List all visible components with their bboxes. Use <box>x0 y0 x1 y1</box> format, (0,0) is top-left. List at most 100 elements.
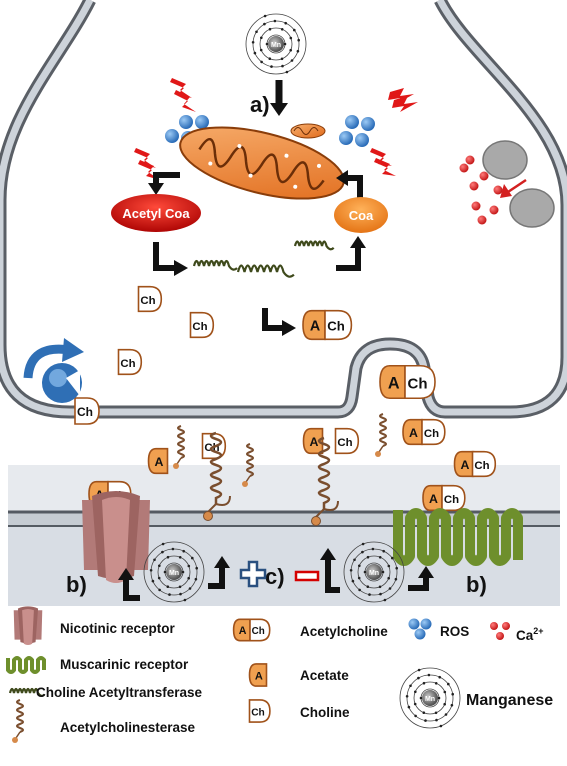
acetyl-coa-ellipse <box>111 194 201 232</box>
legend-choline-label: Choline <box>300 705 350 720</box>
calcium-arrow <box>507 178 527 194</box>
arrow-from-coa <box>346 175 363 203</box>
acetylcholine-molecule: A Ch <box>379 364 436 400</box>
legend-manganese-label: Manganese <box>466 692 553 709</box>
acetate-symbol: A <box>429 492 438 506</box>
legend-ache-label: Acetylcholinesterase <box>60 720 196 735</box>
acetate-symbol: A <box>239 625 247 637</box>
choline-symbol: Ch <box>251 707 265 718</box>
choline-symbol: Ch <box>327 319 345 334</box>
acetate-symbol: A <box>409 426 418 440</box>
acetylcholine-molecule: A Ch <box>302 309 353 341</box>
ros-icon <box>179 115 193 129</box>
arrow-c-minus <box>325 558 340 593</box>
acetate-symbol: A <box>388 374 400 392</box>
legend-nicotinic-label: Nicotinic receptor <box>60 621 176 636</box>
choline-symbol: Ch <box>192 321 207 333</box>
legend-acetylcholine-icon: A Ch <box>232 618 271 642</box>
legend-muscarinic-icon <box>6 656 46 674</box>
choline-symbol: Ch <box>252 626 265 637</box>
acetylcholine-molecule: A Ch <box>402 418 446 446</box>
choline-molecule: Ch <box>334 427 360 455</box>
choline-symbol: Ch <box>408 375 428 392</box>
manganese-symbol: Mn <box>169 570 179 577</box>
choline-acetyltransferase-icon <box>192 259 238 271</box>
acetate-symbol: A <box>460 458 469 472</box>
acetylcholine-molecule: A Ch <box>422 484 466 512</box>
manganese-atom-icon: Mn <box>399 667 461 729</box>
acetate-molecule: A <box>147 447 169 475</box>
choline-symbol: Ch <box>140 295 155 307</box>
label-b-right: b) <box>466 572 487 597</box>
arrow-a-head <box>270 103 288 116</box>
acetate-molecule: A <box>453 450 475 478</box>
arrow-chat-to-coa <box>336 246 361 271</box>
choline-molecule: Ch <box>117 348 143 376</box>
choline-symbol: Ch <box>77 405 93 419</box>
manganese-atom-icon: Mn <box>343 541 405 603</box>
choline-molecule: Ch <box>74 397 100 425</box>
choline-symbol: Ch <box>474 460 489 472</box>
legend-chat-icon <box>8 687 46 697</box>
acetylcholinesterase-icon <box>203 431 231 521</box>
arrow-c-plus <box>208 566 225 589</box>
label-a: a) <box>250 92 270 117</box>
coa-label: Coa <box>349 208 374 223</box>
legend-ache-icon <box>12 699 24 743</box>
arrow-b-left <box>123 578 140 601</box>
mitochondrion-icon <box>179 126 345 200</box>
arrow-b-right <box>408 576 429 591</box>
choline-molecule: Ch <box>189 311 215 339</box>
choline-acetyltransferase-icon <box>236 264 295 278</box>
legend-ros-label: ROS <box>440 624 469 639</box>
legend-acetate-icon: A <box>248 663 268 687</box>
label-c: c) <box>265 564 285 589</box>
legend: Nicotinic receptor Muscarinic receptor C… <box>6 606 553 743</box>
manganese-atom-top: Mn <box>245 13 307 75</box>
minus-icon <box>294 570 320 582</box>
manganese-symbol: Mn <box>271 42 281 49</box>
choline-symbol: Ch <box>444 494 459 506</box>
choline-molecule: Ch <box>137 285 163 313</box>
manganese-symbol: Mn <box>425 696 435 703</box>
legend-calcium-label: Ca2+ <box>516 626 544 643</box>
acetylcholinesterase-icon <box>375 413 387 457</box>
lightning-icon <box>134 78 418 180</box>
legend-manganese-atom: Mn <box>399 667 461 729</box>
acetate-symbol: A <box>310 319 320 335</box>
legend-nicotinic-icon <box>13 606 43 646</box>
legend-choline-icon: Ch <box>248 699 271 723</box>
manganese-atom-icon: Mn <box>245 13 307 75</box>
acetylcholinesterase-icon <box>173 425 185 469</box>
calcium-channel-icon <box>482 140 555 228</box>
presynaptic-terminal <box>0 0 567 419</box>
manganese-atom-right: Mn <box>343 541 405 603</box>
acetate-symbol: A <box>309 435 318 449</box>
acetyl-coa-label: Acetyl Coa <box>122 206 190 221</box>
manganese-symbol: Mn <box>369 570 379 577</box>
coa-ellipse <box>334 197 388 233</box>
legend-acetylcholine-label: Acetylcholine <box>300 624 388 639</box>
arrow-to-acetylcholine <box>262 308 284 331</box>
calcium-ions <box>459 155 503 225</box>
manganese-atom-icon: Mn <box>143 541 205 603</box>
acetate-symbol: A <box>154 455 163 469</box>
choline-transporter-icon <box>23 338 84 403</box>
legend-chat-label: Choline Acetyltransferase <box>36 685 203 700</box>
legend-acetate-label: Acetate <box>300 668 349 683</box>
muscarinic-receptor-icon <box>393 508 523 566</box>
arrow-acetylcoa-to-chat <box>153 242 176 271</box>
manganese-atom-left: Mn <box>143 541 205 603</box>
small-mitochondrion-icon <box>290 123 326 139</box>
choline-symbol: Ch <box>120 358 135 370</box>
label-b-left: b) <box>66 572 87 597</box>
acetylcholinesterase-icon <box>242 443 254 487</box>
choline-symbol: Ch <box>424 428 439 440</box>
legend-ros-icon <box>408 618 432 640</box>
choline-symbol: Ch <box>337 437 352 449</box>
acetate-molecule: A <box>302 427 324 455</box>
plus-icon <box>239 560 267 588</box>
ros-cluster-right <box>339 115 375 147</box>
